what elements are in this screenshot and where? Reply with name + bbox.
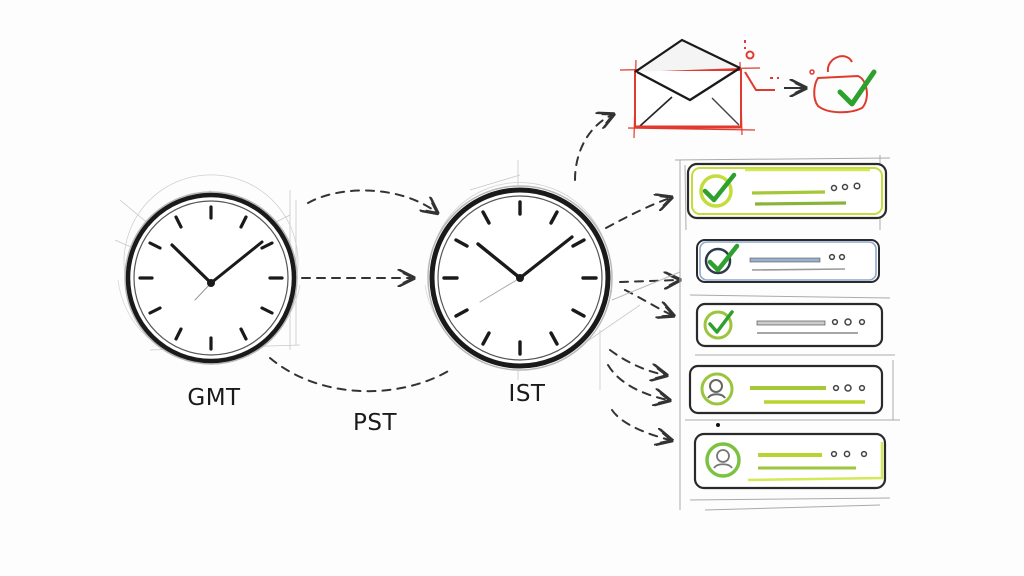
lock-check-icon (809, 55, 877, 114)
email-flow-lines (744, 40, 779, 91)
menu-dots-icon (828, 253, 846, 261)
list-item-2[interactable] (696, 239, 880, 283)
text-line (751, 190, 826, 195)
sketch-line (611, 271, 681, 301)
menu-dots-icon (830, 450, 868, 458)
arrow-ist-to-item-4b (607, 364, 668, 400)
arrow-ist-to-item-4 (609, 349, 665, 375)
clock-ticks (442, 200, 598, 356)
status-ring (703, 310, 733, 340)
arrow-ist-to-email (574, 115, 612, 181)
clock-label-gmt: GMT (187, 385, 241, 411)
list-sketch-frame (674, 155, 900, 511)
clock-center (516, 274, 524, 282)
text-line (756, 320, 826, 326)
list-item-3[interactable] (695, 302, 884, 348)
arc-via-pst (269, 357, 451, 393)
clock-center (207, 279, 215, 287)
arrow-ist-to-item-2 (619, 280, 678, 282)
status-list (674, 155, 900, 511)
arrow-ist-to-item-5 (611, 409, 670, 440)
user-circle-icon (707, 379, 726, 399)
menu-dots-icon (832, 384, 866, 392)
clock-label-ist: IST (508, 381, 546, 407)
email-notification (619, 38, 877, 139)
status-ring (704, 247, 732, 275)
clock-ist (424, 160, 641, 390)
list-item-4[interactable] (688, 364, 884, 415)
check-circle-icon (708, 310, 734, 334)
check-circle-icon (702, 172, 737, 203)
check-circle-icon (707, 243, 740, 273)
arrow-ist-to-item-1 (605, 198, 670, 229)
envelope-icon (634, 38, 742, 129)
arrow-gmt-to-ist-top (307, 189, 436, 212)
text-line (751, 268, 846, 271)
text-line (754, 201, 847, 206)
clock-ticks (138, 205, 284, 351)
status-ring (700, 372, 734, 406)
clock-face (133, 200, 289, 356)
list-item-5[interactable] (693, 432, 887, 490)
list-item-1[interactable] (686, 162, 888, 220)
status-ring (699, 174, 733, 208)
text-line (749, 257, 821, 263)
clock-hands (476, 235, 574, 303)
menu-dots-icon (830, 182, 861, 192)
sketch-dot (716, 423, 720, 427)
user-circle-icon (713, 449, 733, 469)
arrow-ist-to-item-3 (624, 289, 672, 315)
clock-bezel (125, 192, 297, 364)
label-pst: PST (352, 410, 398, 436)
clock-gmt (114, 174, 301, 365)
clock-bezel (429, 187, 611, 369)
menu-dots-icon (831, 318, 866, 326)
status-ring (705, 442, 741, 478)
